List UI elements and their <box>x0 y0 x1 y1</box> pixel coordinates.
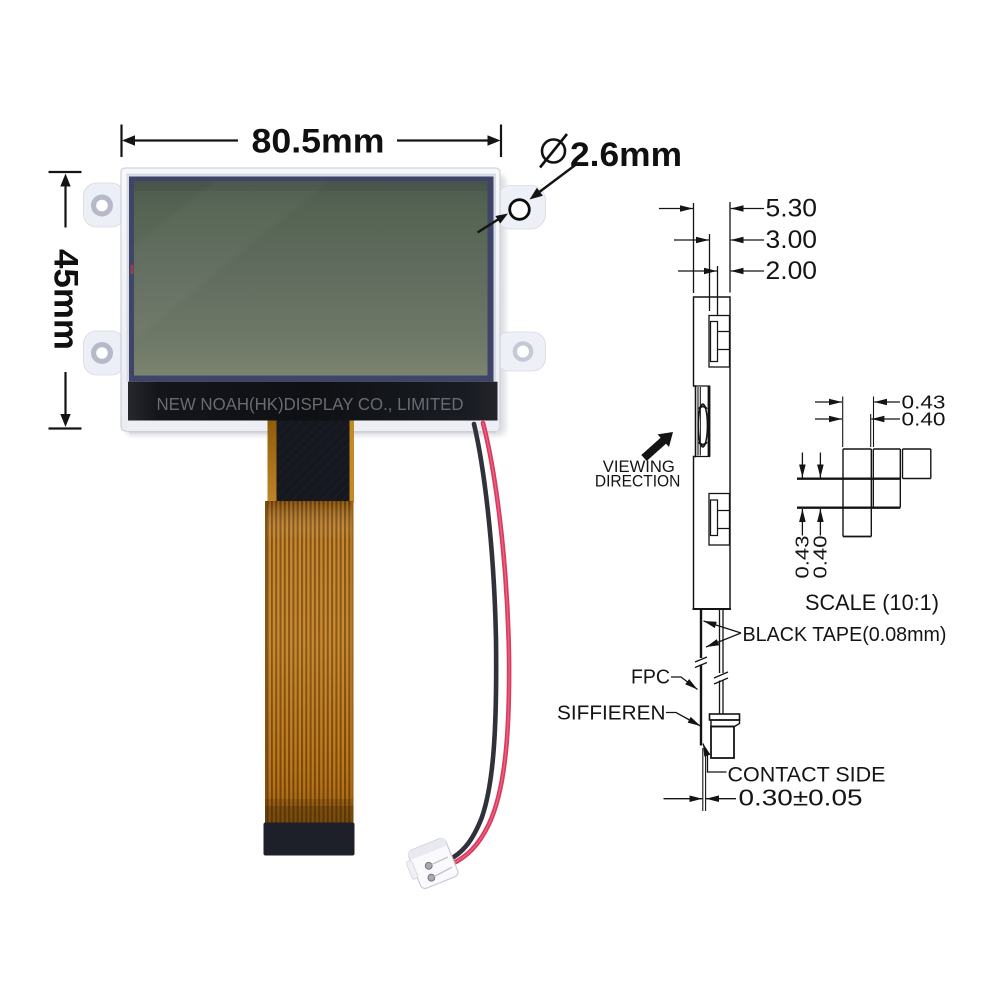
svg-text:FPC: FPC <box>631 667 670 689</box>
svg-text:0.43: 0.43 <box>902 393 946 413</box>
svg-text:NEW NOAH(HK)DISPLAY CO., LIMIT: NEW NOAH(HK)DISPLAY CO., LIMITED <box>157 394 464 414</box>
svg-text:3.00: 3.00 <box>766 226 818 254</box>
svg-text:DIRECTION: DIRECTION <box>595 473 681 491</box>
svg-text:2.00: 2.00 <box>766 257 818 285</box>
svg-text:45mm: 45mm <box>47 249 85 350</box>
svg-text:0.43: 0.43 <box>793 536 813 579</box>
svg-text:0.40: 0.40 <box>811 536 831 579</box>
svg-text:80.5mm: 80.5mm <box>252 123 385 161</box>
svg-text:0.40: 0.40 <box>902 410 946 430</box>
svg-text:BLACK TAPE(0.08mm): BLACK TAPE(0.08mm) <box>743 623 947 646</box>
svg-text:CONTACT SIDE: CONTACT SIDE <box>728 763 886 787</box>
svg-text:2.6mm: 2.6mm <box>570 136 682 174</box>
svg-text:VIEWING: VIEWING <box>603 458 675 476</box>
svg-text:SIFFIEREN: SIFFIEREN <box>557 703 666 725</box>
svg-text:0.30±0.05: 0.30±0.05 <box>739 785 863 811</box>
svg-text:SCALE (10:1): SCALE (10:1) <box>805 591 939 616</box>
svg-text:5.30: 5.30 <box>766 194 818 222</box>
